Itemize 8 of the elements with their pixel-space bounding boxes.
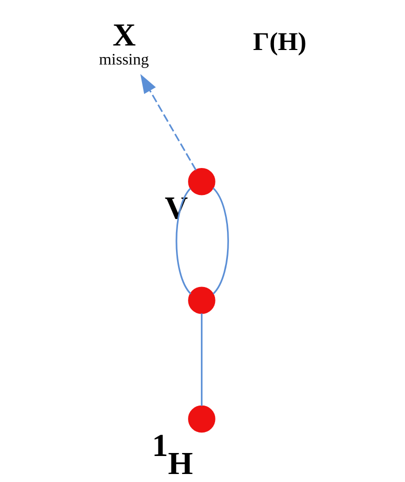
node-text: X missing xyxy=(99,16,149,69)
label: Γ(H) xyxy=(253,26,306,56)
node-circle xyxy=(188,405,216,433)
connector xyxy=(200,313,202,406)
node-circle xyxy=(188,168,216,196)
node-circle xyxy=(188,286,216,314)
connector xyxy=(212,188,229,294)
arrow xyxy=(140,74,197,170)
